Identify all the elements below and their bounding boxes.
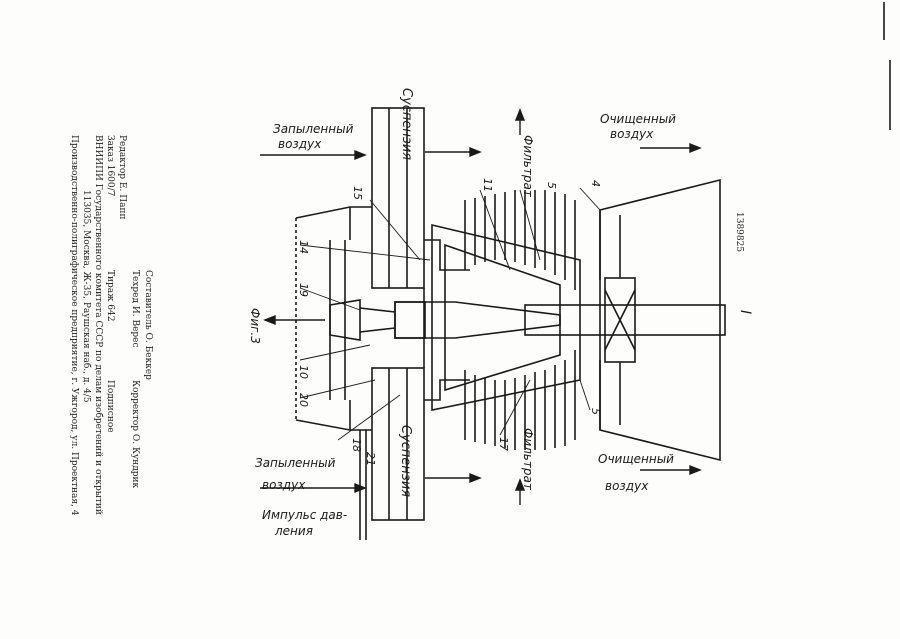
filter-disc-stack <box>465 190 575 450</box>
imprint-address: 113035, Москва, Ж-35, Раушская наб., д. … <box>81 190 92 403</box>
imprint-compiler: Составитель О. Беккер <box>143 270 153 380</box>
callout-17: 17 <box>497 437 510 451</box>
callout-15: 15 <box>351 186 364 200</box>
dusty-air-top-label-2: воздух <box>278 137 322 151</box>
dusty-air-bottom-label-2: воздух <box>262 478 306 492</box>
callout-5a: 5 <box>545 182 558 189</box>
imprint-subscription: Подписное <box>105 380 115 433</box>
pressure-impulse-label-2: ления <box>274 524 313 538</box>
callout-5b: 5 <box>589 408 602 415</box>
patent-number: 1389825 <box>734 212 744 252</box>
imprint-block: Редактор Е. Папп Составитель О. Беккер Т… <box>69 135 153 516</box>
clean-air-bottom-label: Очищенный <box>598 452 674 466</box>
section-mark: I <box>737 310 753 314</box>
clean-air-top-label-2: воздух <box>610 127 654 141</box>
callout-19: 19 <box>297 283 310 297</box>
suspension-pipe-top <box>372 108 424 288</box>
filtrate-top-label: Фильтрат <box>521 135 535 198</box>
imprint-vniipi: ВНИИПИ Государственного комитета СССР по… <box>93 135 104 515</box>
imprint-print-run: Тираж 642 <box>105 270 115 321</box>
suspension-bottom-label: Суспензия <box>398 425 413 497</box>
imprint-order: Заказ 1600/7 <box>105 135 115 197</box>
imprint-techred: Техред И. Верес <box>130 270 140 348</box>
callout-4: 4 <box>589 180 602 187</box>
clean-air-top-label: Очищенный <box>600 112 676 126</box>
pressure-impulse-label: Импульс дав- <box>262 508 347 522</box>
callout-20: 20 <box>297 393 310 407</box>
callout-18: 18 <box>350 438 363 452</box>
clean-air-bottom-label-2: воздух <box>605 479 649 493</box>
dusty-air-bottom-label: Запыленный <box>255 456 336 470</box>
callout-21: 21 <box>364 452 377 466</box>
suspension-pipe-bottom <box>372 368 424 520</box>
suspension-top-label: Суспензия <box>399 88 414 160</box>
imprint-corrector: Корректор О. Кундрик <box>130 380 140 489</box>
outlet-housing <box>600 180 720 460</box>
conical-rotor <box>432 225 580 410</box>
callout-10: 10 <box>297 365 310 379</box>
imprint-printer: Производственно-полиграфическое предприя… <box>69 135 79 516</box>
flow-arrows <box>260 110 700 505</box>
imprint-editor: Редактор Е. Папп <box>117 135 127 219</box>
callout-14: 14 <box>297 240 310 254</box>
callout-11: 11 <box>481 178 494 192</box>
figure-caption: Фиг.3 <box>248 308 262 344</box>
dusty-air-top-label: Запыленный <box>273 122 354 136</box>
filtrate-bottom-label: Фильтрат <box>521 428 535 491</box>
